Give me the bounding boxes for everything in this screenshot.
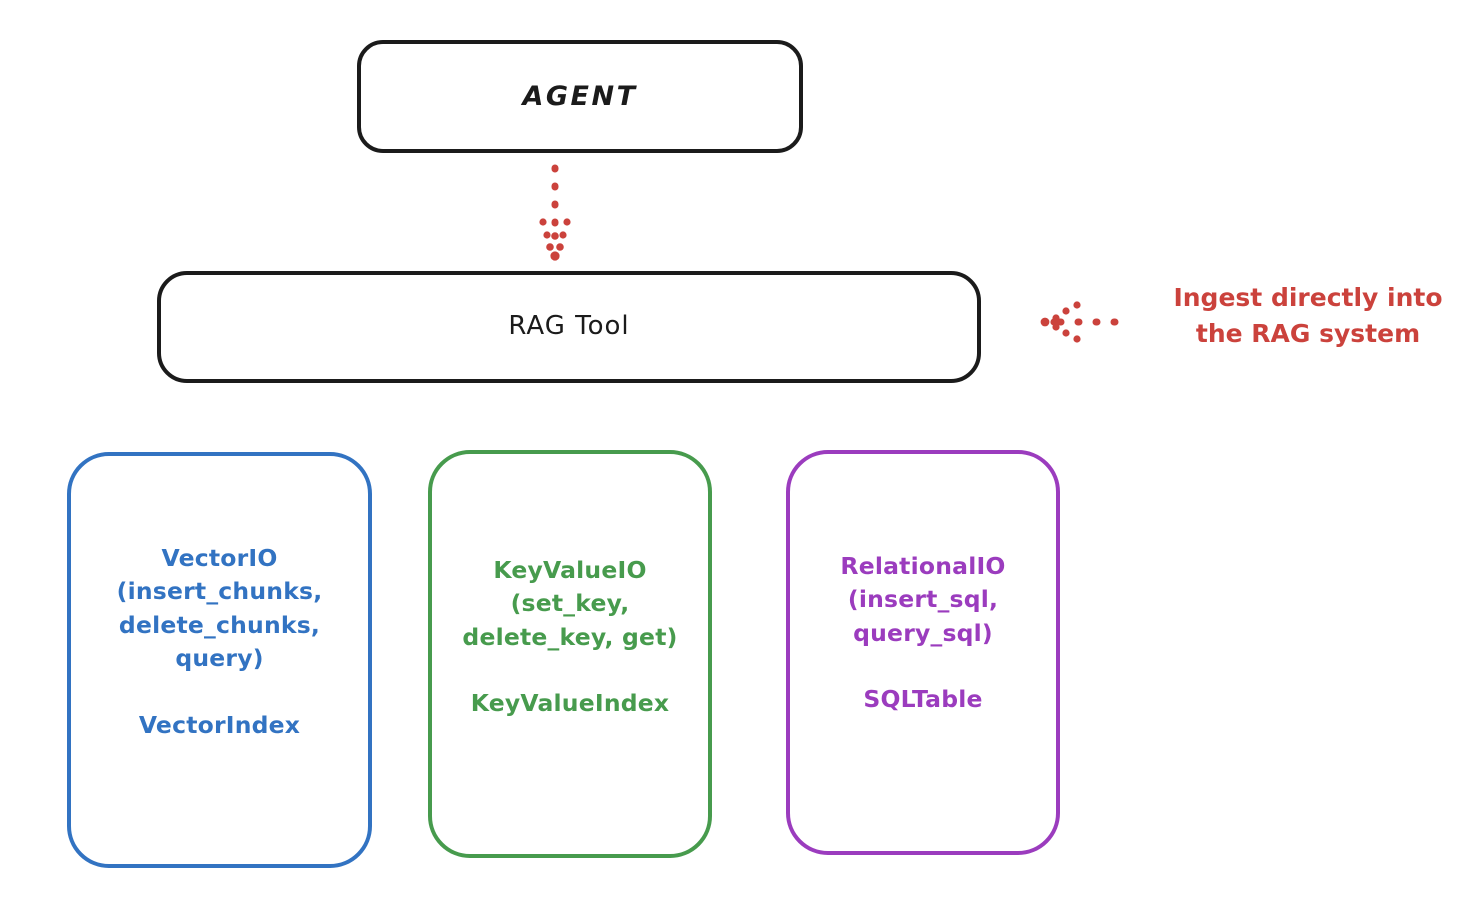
node-vector-io-label: VectorIO (insert_chunks, delete_chunks, … <box>116 544 323 739</box>
node-rag-tool-label: RAG Tool <box>508 311 630 342</box>
edge-agent-to-rag-tool-icon <box>539 164 571 261</box>
node-agent[interactable]: AGENT <box>357 40 803 153</box>
node-relational-io[interactable]: RelationalIO (insert_sql, query_sql) SQL… <box>786 450 1060 855</box>
annotation-ingest-arrow-icon <box>1040 301 1134 343</box>
node-rag-tool[interactable]: RAG Tool <box>157 271 981 383</box>
node-key-value-io[interactable]: KeyValueIO (set_key, delete_key, get) Ke… <box>428 450 712 858</box>
node-relational-io-label: RelationalIO (insert_sql, query_sql) SQL… <box>840 552 1006 714</box>
node-vector-io[interactable]: VectorIO (insert_chunks, delete_chunks, … <box>67 452 372 868</box>
node-agent-label: AGENT <box>522 80 638 112</box>
node-key-value-io-label: KeyValueIO (set_key, delete_key, get) Ke… <box>462 556 678 718</box>
annotation-ingest-text: Ingest directly into the RAG system <box>1173 283 1443 348</box>
